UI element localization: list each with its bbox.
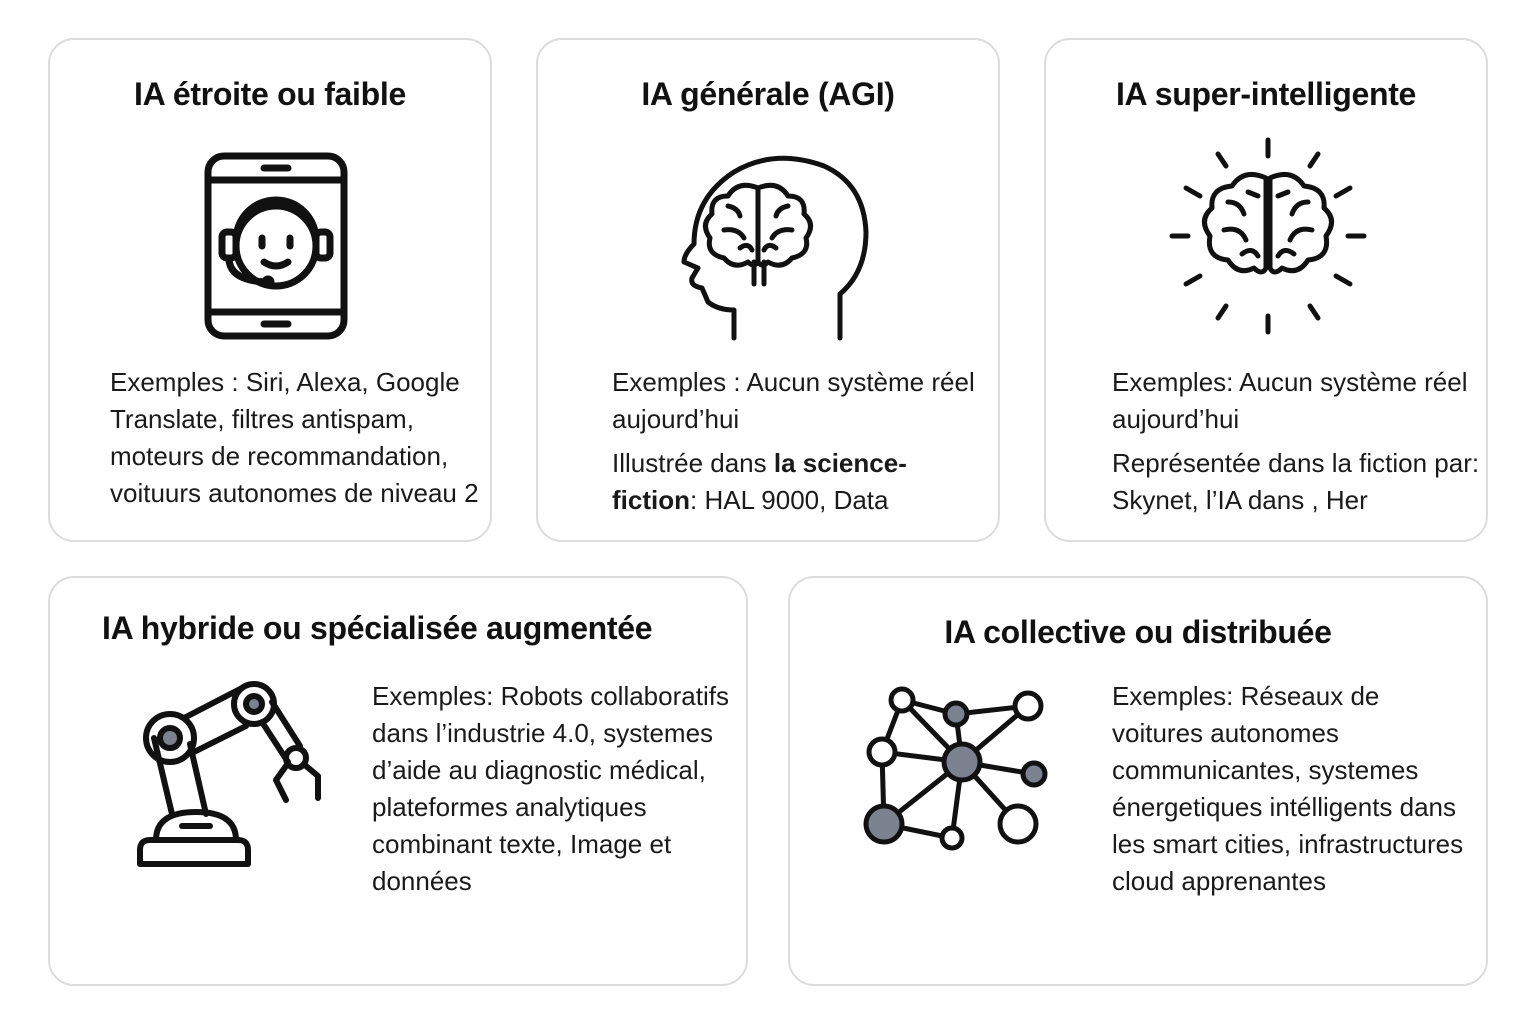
card-title: IA hybride ou spécialisée augmentée [102,610,653,646]
card-title: IA étroite ou faible [134,76,406,112]
card-description: Exemples: Réseaux de voitures autonomes … [1112,678,1472,900]
card-title: IA générale (AGI) [641,76,895,112]
examples-text: Exemples: Aucun système réel aujourd’hui [1112,367,1468,434]
card-collective-ai: IA collective ou distribuée [788,576,1488,986]
robotic-arm-icon [132,674,332,874]
examples-text: Exemples: Réseaux de voitures autonomes … [1112,681,1464,896]
card-description: Exemples: Aucun système réel aujourd’hui… [1112,364,1482,519]
radiant-brain-icon [1168,136,1368,336]
card-description: Exemples : Siri, Alexa, Google Translate… [110,364,480,512]
card-super-intelligent-ai: IA super-intelligente [1044,38,1488,542]
fiction-text: Illustrée dans la science-fiction: HAL 9… [612,448,907,515]
examples-text: Exemples : Siri, Alexa, Google Translate… [110,367,479,508]
card-hybrid-ai: IA hybride ou spécialisée augmentée [48,576,748,986]
card-general-ai: IA générale (AGI) Exemples : Aucun systè… [536,38,1000,542]
card-title: IA collective ou distribuée [944,614,1332,650]
card-narrow-ai: IA étroite ou faible Exemples : Siri, Al… [48,38,492,542]
card-description: Exemples: Robots collaboratifs dans l’in… [372,678,732,900]
examples-text: Exemples : Aucun système réel aujourd’hu… [612,367,975,434]
network-nodes-icon [858,678,1058,854]
smartphone-assistant-icon [202,150,350,342]
card-description: Exemples : Aucun système réel aujourd’hu… [612,364,982,519]
examples-text: Exemples: Robots collaboratifs dans l’in… [372,681,729,896]
head-brain-icon [668,148,869,346]
card-title: IA super-intelligente [1115,76,1417,112]
fiction-text: Représentée dans la fiction par: Skynet,… [1112,448,1480,515]
